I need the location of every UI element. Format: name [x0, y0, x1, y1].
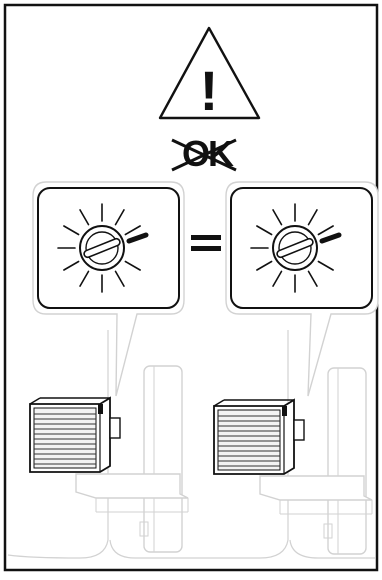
warning-exclamation: !: [200, 59, 219, 122]
strike-line-2: [171, 138, 237, 172]
not-ok-label: OK: [171, 133, 237, 174]
air-conditioner-unit-icon: [29, 365, 189, 553]
center-panel-outline: [109, 330, 289, 559]
equals-icon: [191, 235, 221, 251]
warning-triangle-icon: !: [158, 26, 261, 122]
air-conditioner-unit-icon: [213, 367, 373, 555]
callout-left: [32, 181, 185, 397]
callout-right: [225, 181, 379, 397]
right-panel-outline: [289, 539, 375, 559]
left-panel-outline: [7, 330, 109, 559]
